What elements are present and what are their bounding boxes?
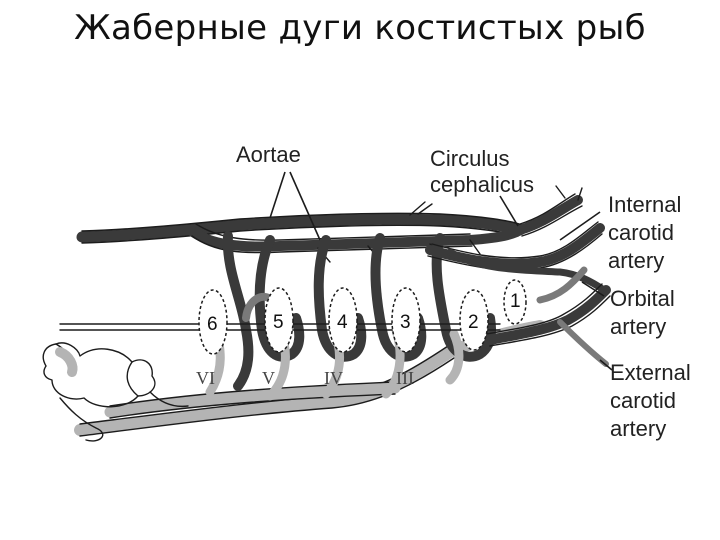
label-aortae: Aortae — [236, 142, 301, 167]
label-orbital-artery: artery — [610, 314, 666, 339]
label-internal-carotid: carotid — [608, 220, 674, 245]
label-circulus: Circulus — [430, 146, 509, 171]
gill-filaments — [198, 279, 527, 355]
gill-5 — [264, 287, 294, 353]
roman-iii: III — [396, 368, 414, 388]
arch-number-5: 5 — [273, 312, 284, 333]
roman-vi: VI — [196, 368, 215, 388]
gill-4 — [328, 287, 358, 353]
label-external: External — [610, 360, 691, 385]
arch-number-1: 1 — [510, 291, 521, 312]
label-orbital: Orbital — [610, 286, 675, 311]
roman-v: V — [262, 368, 275, 388]
label-external-carotid: carotid — [610, 388, 676, 413]
label-cephalicus: cephalicus — [430, 172, 534, 197]
leader-lines — [269, 171, 613, 371]
heart — [42, 342, 189, 442]
gill-1 — [503, 279, 527, 325]
head-vessels — [425, 185, 611, 367]
label-external-artery: artery — [610, 416, 666, 441]
gill-6 — [198, 289, 228, 355]
slide-title: Жаберные дуги костистых рыб — [74, 8, 646, 48]
label-internal: Internal — [608, 192, 681, 217]
arch-number-3: 3 — [400, 312, 411, 333]
gill-2 — [459, 289, 489, 351]
label-internal-artery: artery — [608, 248, 664, 273]
arch-number-2: 2 — [468, 312, 479, 333]
arch-numbers: 6 5 4 3 2 1 — [207, 291, 521, 335]
roman-numerals: VI V IV III — [196, 368, 414, 388]
roman-iv: IV — [324, 368, 343, 388]
gill-3 — [391, 287, 421, 353]
diagram-labels: Aortae Circulus cephalicus Internal caro… — [236, 142, 691, 441]
arch-number-6: 6 — [207, 314, 218, 335]
arch-number-4: 4 — [337, 312, 348, 333]
